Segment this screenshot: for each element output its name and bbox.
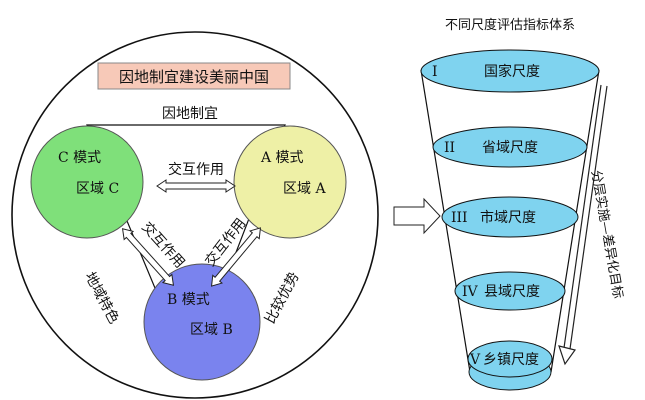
level-5-numeral: V bbox=[469, 352, 481, 368]
circle-a-mode: A 模式 bbox=[260, 150, 304, 166]
level-5-ellipse bbox=[467, 340, 553, 378]
arrow-a-b bbox=[210, 227, 262, 287]
descending-arrow bbox=[558, 84, 608, 366]
level-4-label: 县域尺度 bbox=[484, 284, 540, 300]
level-1-numeral: I bbox=[432, 64, 438, 80]
funnel-title: 不同尺度评估指标体系 bbox=[445, 17, 575, 33]
level-1-ellipse bbox=[420, 49, 600, 93]
circle-b-mode: B 模式 bbox=[167, 292, 210, 308]
banner-text: 因地制宜建设美丽中国 bbox=[119, 68, 269, 86]
level-1-label: 国家尺度 bbox=[484, 63, 540, 80]
circle-c-mode: C 模式 bbox=[58, 150, 101, 166]
arrow-c-b bbox=[121, 228, 175, 286]
level-3-label: 市域尺度 bbox=[480, 209, 536, 226]
level-2-label: 省域尺度 bbox=[482, 140, 538, 156]
circle-c-region: 区域 C bbox=[76, 181, 119, 197]
level-4-ellipse bbox=[454, 271, 566, 311]
level-3-ellipse bbox=[441, 196, 579, 238]
level-4-numeral: IV bbox=[462, 284, 479, 300]
outer-circle bbox=[11, 31, 379, 399]
circle-c bbox=[30, 125, 144, 239]
banner-box bbox=[97, 62, 291, 90]
circle-a-region: 区域 A bbox=[283, 181, 326, 197]
arrow-c-a bbox=[156, 179, 236, 193]
transition-arrow bbox=[393, 197, 441, 235]
circle-b bbox=[143, 263, 261, 381]
circle-b-region: 区域 B bbox=[190, 322, 233, 338]
circle-a bbox=[233, 125, 347, 239]
level-2-numeral: II bbox=[444, 140, 455, 156]
interaction-label-top: 交互作用 bbox=[168, 161, 224, 178]
funnel-levels: I 国家尺度 II 省域尺度 III 市域尺度 IV 县域尺度 V 乡镇尺度 bbox=[420, 49, 600, 378]
level-3-numeral: III bbox=[451, 210, 468, 226]
level-5-label: 乡镇尺度 bbox=[483, 352, 539, 368]
funnel-side-label: 分层实施—差异化目标 bbox=[588, 169, 625, 300]
top-edge-label: 因地制宜 bbox=[162, 106, 218, 122]
level-2-ellipse bbox=[432, 126, 588, 168]
